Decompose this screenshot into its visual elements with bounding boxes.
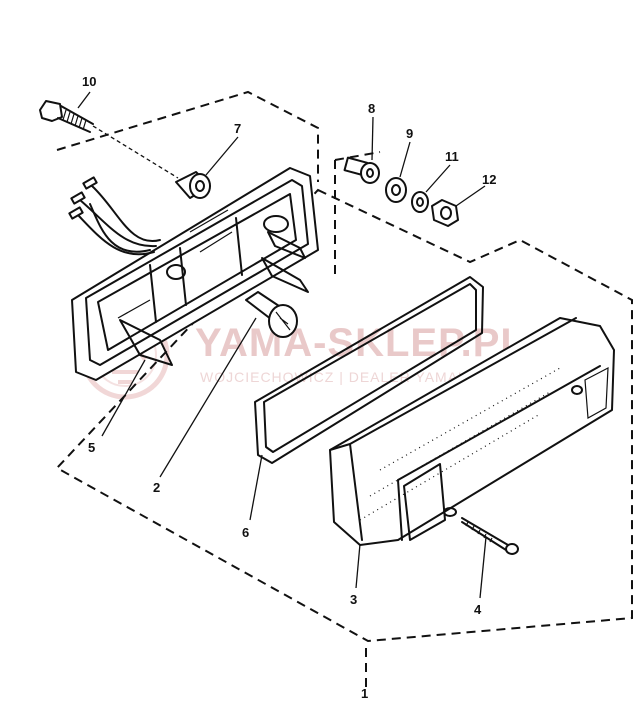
assembly-boundary — [55, 90, 633, 643]
callout-2: 2 — [153, 480, 160, 495]
callout-5: 5 — [88, 440, 95, 455]
callout-3: 3 — [350, 592, 357, 607]
callout-1: 1 — [361, 686, 368, 701]
part-4-screw — [461, 517, 519, 555]
part-9-washer — [385, 177, 407, 203]
part-11-lock-washer — [411, 191, 429, 213]
callout-numbers: 10 7 8 9 11 12 5 2 6 3 4 1 — [82, 74, 496, 701]
callout-4: 4 — [474, 602, 482, 617]
callout-6: 6 — [242, 525, 249, 540]
part-8-collar — [343, 156, 380, 184]
part-2-bulb — [245, 291, 298, 338]
wire-harness — [68, 176, 161, 256]
callout-12: 12 — [482, 172, 496, 187]
callout-7: 7 — [234, 121, 241, 136]
part-6-gasket — [254, 276, 484, 464]
callout-11: 11 — [445, 149, 459, 164]
callout-8: 8 — [368, 101, 375, 116]
callout-9: 9 — [406, 126, 413, 141]
part-10-screw — [39, 100, 179, 179]
callout-10: 10 — [82, 74, 96, 89]
part-12-nut — [431, 199, 459, 227]
leader-lines — [77, 91, 487, 599]
part-3-lens — [329, 317, 615, 546]
part-7-grommet — [175, 171, 211, 199]
hardware-box — [334, 151, 381, 161]
lamp-housing-base — [71, 167, 319, 381]
watermark-tagline: WOJCIECHOWICZ | DEALER YAMAHA — [200, 369, 479, 385]
